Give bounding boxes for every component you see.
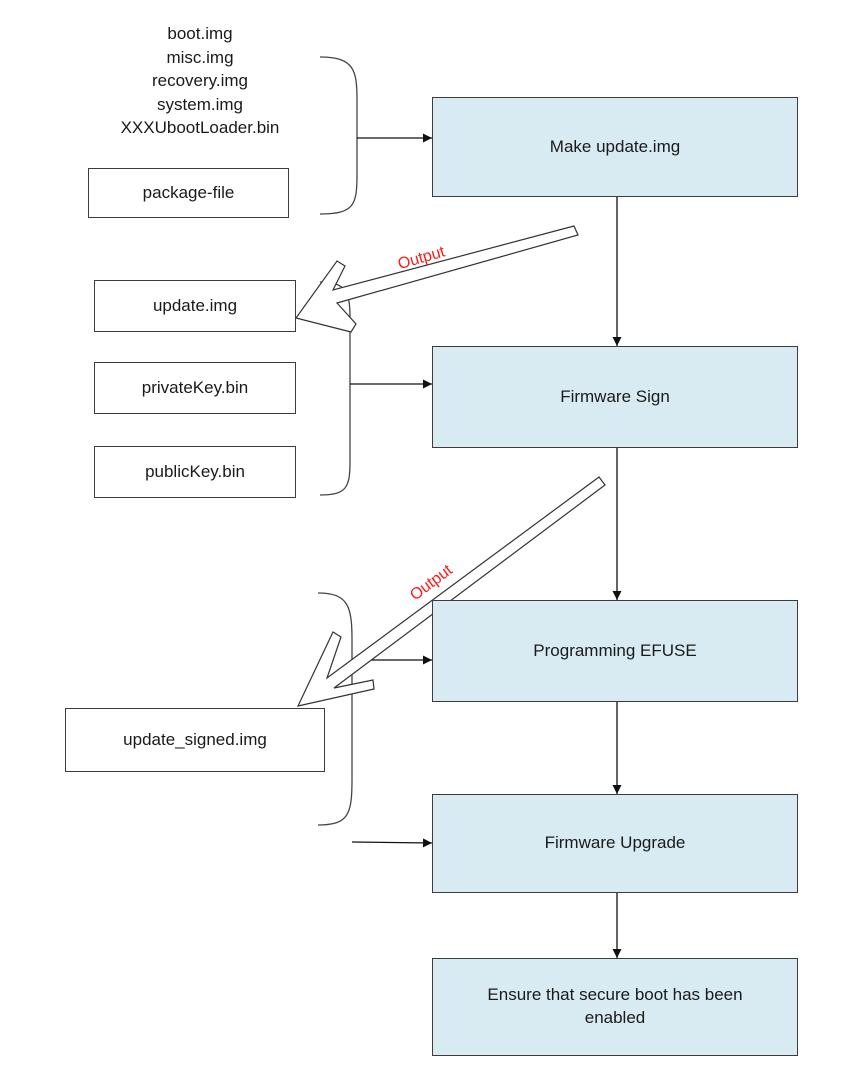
package-file-label: package-file	[142, 182, 235, 202]
source-file: XXXUbootLoader.bin	[120, 118, 280, 137]
update-signed-box: update_signed.img	[65, 708, 325, 772]
source-file-list: boot.img misc.img recovery.img system.im…	[90, 22, 310, 140]
step-make-update-label: Make update.img	[549, 136, 681, 156]
source-file: system.img	[157, 94, 243, 114]
step-firmware-sign: Firmware Sign	[432, 346, 798, 448]
update-img-label: update.img	[152, 295, 238, 315]
step-firmware-upgrade: Firmware Upgrade	[432, 794, 798, 893]
step-programming-efuse-label: Programming EFUSE	[533, 640, 697, 660]
private-key-box: privateKey.bin	[94, 362, 296, 414]
brace-sign-inputs	[319, 281, 351, 496]
arrow-signed-to-upgrade	[351, 838, 433, 848]
update-signed-label: update_signed.img	[123, 729, 267, 749]
update-img-box: update.img	[94, 280, 296, 332]
source-file: misc.img	[166, 47, 234, 67]
step-firmware-upgrade-label: Firmware Upgrade	[544, 833, 686, 853]
step-programming-efuse: Programming EFUSE	[432, 600, 798, 702]
source-file: recovery.img	[151, 71, 249, 90]
package-file-box: package-file	[88, 168, 289, 218]
step-ensure-secure-boot-label: Ensure that secure boot has been enabled	[487, 985, 743, 1027]
output-arrow-2	[296, 476, 606, 707]
public-key-box: publicKey.bin	[94, 446, 296, 498]
brace-source-files	[319, 56, 358, 215]
brace-signed-output	[317, 592, 353, 826]
private-key-label: privateKey.bin	[141, 377, 249, 397]
public-key-label: publicKey.bin	[145, 461, 245, 481]
output-arrow-1	[294, 225, 579, 333]
step-ensure-secure-boot: Ensure that secure boot has been enabled	[432, 958, 798, 1056]
source-file: boot.img	[167, 24, 233, 43]
step-make-update: Make update.img	[432, 97, 798, 197]
step-firmware-sign-label: Firmware Sign	[560, 386, 670, 406]
